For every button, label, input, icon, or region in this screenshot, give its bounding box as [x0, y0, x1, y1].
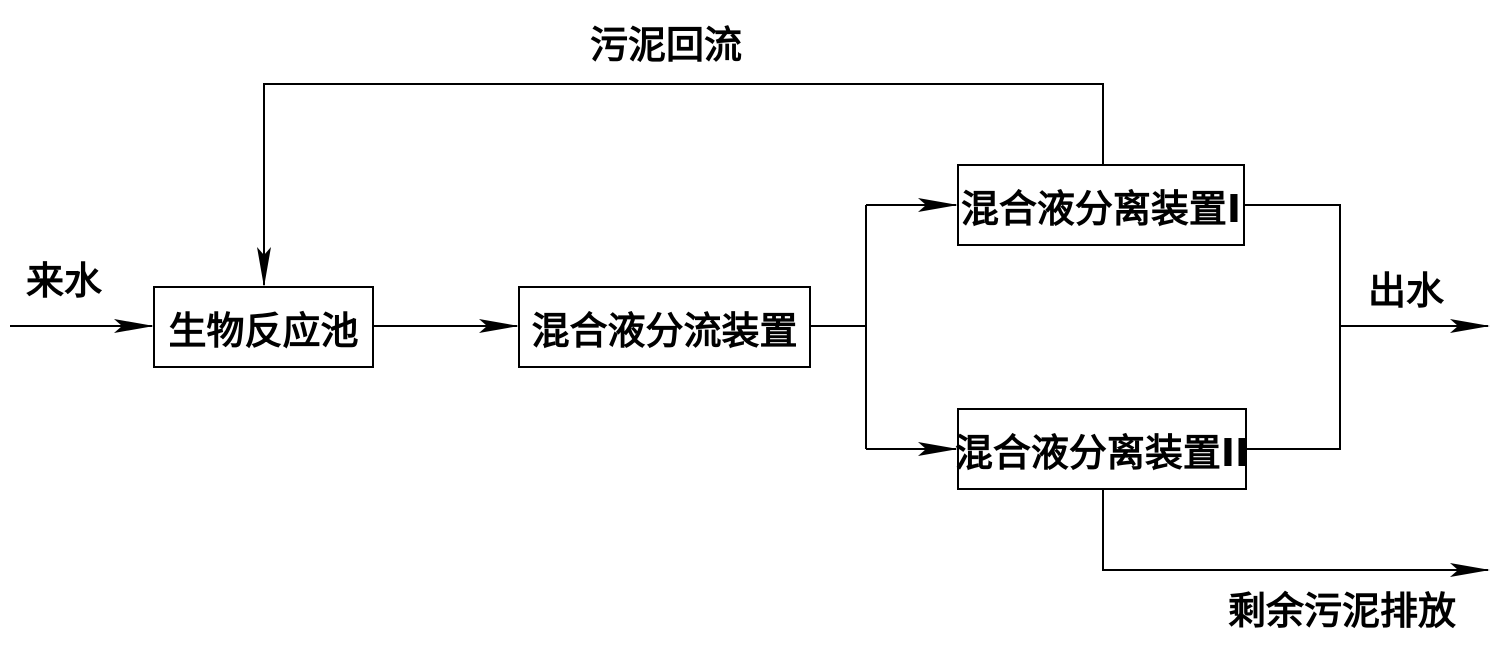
excess-sludge-label: 剩余污泥排放	[1228, 589, 1457, 633]
flow-splitter-box: 混合液分流装置	[518, 286, 811, 368]
inflow-label: 来水	[26, 259, 103, 303]
flow-splitter-label: 混合液分流装置	[531, 308, 798, 353]
separator-2-label: 混合液分离装置II	[954, 430, 1250, 475]
separator-1-label: 混合液分离装置I	[960, 186, 1242, 231]
bio-reactor-box: 生物反应池	[153, 286, 374, 368]
outflow-label: 出水	[1368, 269, 1445, 313]
separator-1-box: 混合液分离装置I	[957, 164, 1245, 246]
separator-2-outlet-line	[1247, 326, 1341, 450]
excess-sludge-arrow	[1102, 490, 1490, 577]
sludge-return-label: 污泥回流	[590, 23, 743, 67]
separator-2-box: 混合液分离装置II	[954, 408, 1250, 490]
sludge-return-line	[257, 83, 1104, 287]
bio-reactor-label: 生物反应池	[168, 308, 359, 353]
separator-1-outlet-line	[1245, 204, 1341, 326]
